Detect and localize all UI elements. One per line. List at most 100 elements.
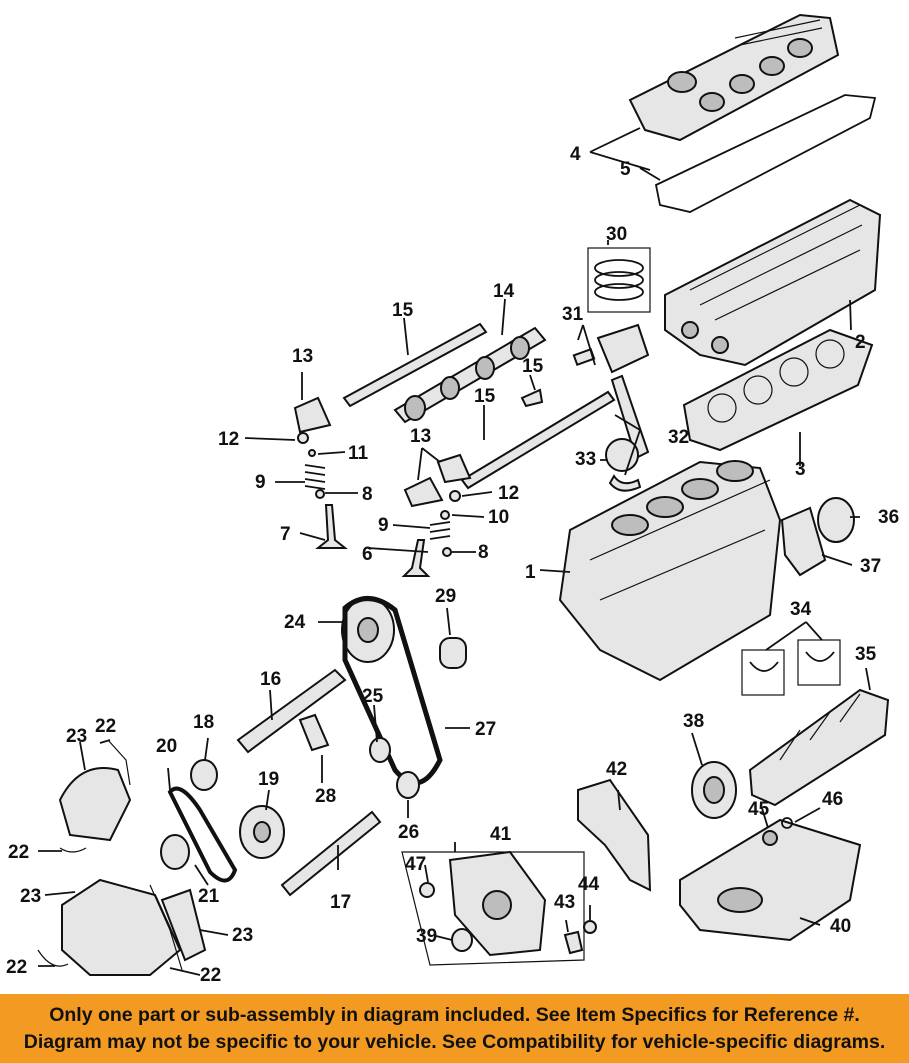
callout-31: 31 [562,304,584,325]
callout-26: 26 [398,822,419,843]
callout-9b: 9 [378,515,389,536]
callout-22d: 22 [6,957,27,978]
callout-32: 32 [668,427,689,448]
balance-shaft-sprocket [239,805,285,859]
callout-34: 34 [790,599,812,620]
seal-retainer [780,506,827,577]
callout-47: 47 [405,854,426,875]
crank-pulley [691,761,737,819]
tensioner-pulley [439,637,467,669]
callout-9a: 9 [255,472,266,493]
callout-15b: 15 [522,356,544,377]
balance-sprocket [190,759,218,791]
callout-15c: 15 [474,386,496,407]
connecting-rod [605,374,650,492]
idler-pulley [369,737,391,763]
callout-35: 35 [855,644,877,665]
oil-pump-assembly [401,850,585,966]
disclaimer-line-2: Diagram may not be specific to your vehi… [23,1030,886,1053]
callout-4: 4 [570,144,581,165]
rocker-arm-lower-2 [436,453,472,484]
belt-tensioner [298,713,330,752]
oil-pump-seal-47 [419,882,435,898]
valve-keeper [308,449,316,457]
head-gasket [682,328,874,452]
valve-seal-lower [442,547,452,557]
cover-clip-1 [59,847,87,853]
callout-27: 27 [475,719,496,740]
valve-keeper-lower [440,510,450,520]
oil-pump-seal-39 [451,928,473,952]
balance-shaft-lower [280,810,382,897]
valve-spring-lower [429,521,451,540]
callout-38: 38 [683,711,704,732]
relief-plug [563,930,584,955]
balance-tensioner [160,834,190,870]
lower-timing-cover [61,878,182,976]
callout-17: 17 [330,892,351,913]
callout-23b: 23 [20,886,41,907]
callout-46: 46 [822,789,843,810]
callout-5: 5 [620,159,631,180]
callout-8a: 8 [362,484,373,505]
engine-parts-diagram: 4 5 30 31 2 3 32 33 1 36 37 34 35 38 45 … [6,13,899,986]
callout-12b: 12 [498,483,519,504]
drain-gasket [781,817,793,829]
piston-rings [587,247,651,313]
callout-1: 1 [525,562,536,583]
intake-valve [315,504,348,549]
callout-20: 20 [156,736,177,757]
engine-block [558,460,782,682]
rear-main-seal [817,497,855,543]
valve-retainer-upper [297,432,309,444]
engine-bracket [577,778,652,892]
drain-plug [762,830,778,846]
callout-33: 33 [575,449,596,470]
main-bearings [741,639,841,696]
callout-37: 37 [860,556,881,577]
callout-21: 21 [198,886,220,907]
callout-6: 6 [362,544,373,565]
disclaimer-line-1: Only one part or sub-assembly in diagram… [49,1003,860,1026]
leader-lines [38,127,871,976]
callout-19: 19 [258,769,279,790]
crank-sprocket [396,771,420,799]
callout-41: 41 [490,824,512,845]
callout-7: 7 [280,524,291,545]
callout-14: 14 [493,281,515,302]
cylinder-head [664,198,882,367]
callout-25: 25 [362,686,384,707]
oil-pan [679,818,862,942]
rocker-shaft-upper [342,322,488,408]
crankshaft [748,688,890,807]
cam-sprocket [341,597,395,663]
rocker-arm-lower [403,476,444,508]
callout-23c: 23 [232,925,253,946]
exhaust-valve [401,539,431,577]
callout-30: 30 [606,224,627,245]
valve-cover-gasket [654,94,877,213]
callout-13a: 13 [292,346,313,367]
callout-29: 29 [435,586,456,607]
callout-2: 2 [855,332,866,353]
cover-clip-2 [37,949,69,967]
rocker-shaft-clip [520,388,544,408]
valve-retainer-lower [449,490,461,502]
callout-24: 24 [284,612,306,633]
callout-39: 39 [416,926,437,947]
valve-cover [628,13,840,142]
rocker-arm-upper [293,396,332,434]
callout-10: 10 [488,507,509,528]
callout-22a: 22 [95,716,116,737]
disclaimer-banner: Only one part or sub-assembly in diagram… [0,994,909,1063]
balance-shaft-upper [236,668,347,754]
callout-labels: 4 5 30 31 2 3 32 33 1 36 37 34 35 38 45 … [6,144,899,986]
callout-12a: 12 [218,429,239,450]
balance-belt [167,786,238,883]
callout-28: 28 [315,786,336,807]
callout-11: 11 [348,443,369,464]
valve-seal-upper [315,489,325,499]
callout-16: 16 [260,669,281,690]
rocker-shaft-lower [460,390,616,490]
callout-3: 3 [795,459,806,480]
